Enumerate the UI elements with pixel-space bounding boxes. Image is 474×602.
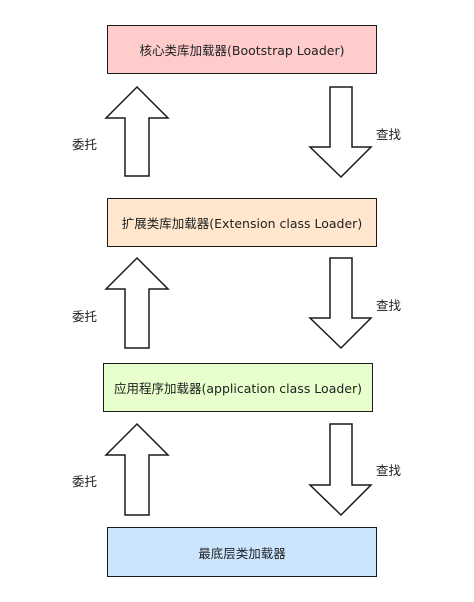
delegate-up-arrow-2 [104, 256, 170, 349]
lookup-down-arrow-3 [308, 423, 373, 517]
delegate-label-1: 委托 [72, 137, 98, 152]
delegate-label-2: 委托 [72, 309, 98, 324]
delegate-up-arrow-3 [104, 422, 170, 516]
lookup-down-arrow-1 [308, 86, 373, 179]
bottom-loader-label: 最底层类加载器 [198, 545, 286, 561]
lookup-label-1: 查找 [376, 127, 402, 142]
application-loader-box: 应用程序加载器(application class Loader) [103, 363, 373, 412]
delegate-label-3: 委托 [72, 474, 98, 489]
lookup-down-arrow-2 [308, 257, 373, 350]
lookup-label-2: 查找 [376, 298, 402, 313]
lookup-label-3: 查找 [376, 463, 402, 478]
application-loader-label: 应用程序加载器(application class Loader) [114, 381, 362, 396]
bootstrap-loader-label: 核心类库加载器(Bootstrap Loader) [139, 43, 345, 58]
extension-loader-box: 扩展类库加载器(Extension class Loader) [107, 198, 377, 247]
delegate-up-arrow-1 [104, 85, 170, 177]
bootstrap-loader-box: 核心类库加载器(Bootstrap Loader) [107, 25, 377, 74]
bottom-loader-box: 最底层类加载器 [107, 527, 377, 577]
extension-loader-label: 扩展类库加载器(Extension class Loader) [121, 216, 363, 231]
